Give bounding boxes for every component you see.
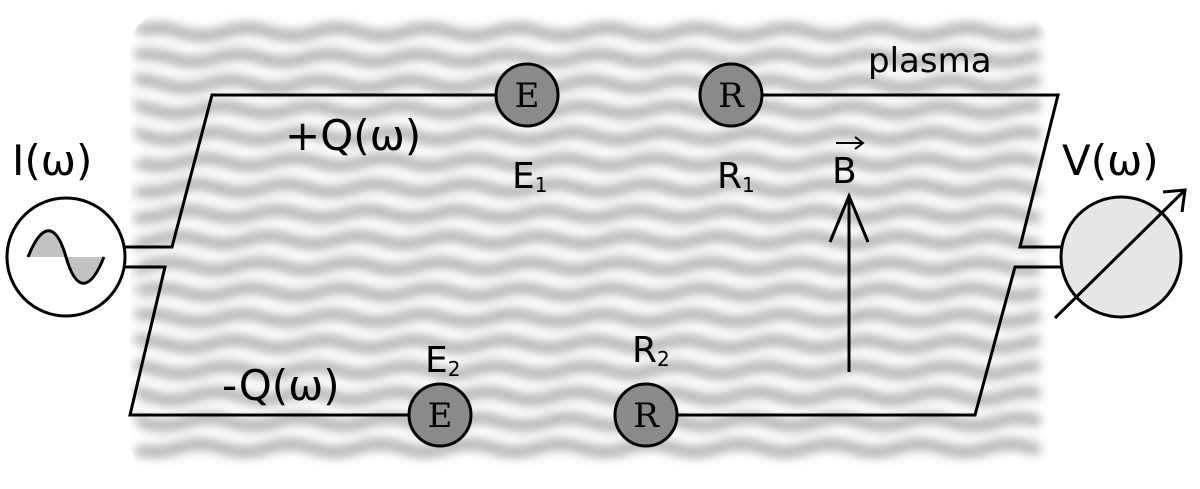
electrode-r2-glyph: R <box>633 396 660 436</box>
plasma-wave-stripe <box>134 73 1041 94</box>
plasma-wave-stripe <box>134 307 1042 329</box>
plasma-wave-stripe <box>134 385 1042 407</box>
ac-source-icon <box>5 196 127 318</box>
plasma-wave-stripe <box>134 151 1042 173</box>
plasma-wave-stripe <box>134 230 1041 251</box>
electrode-e2-glyph: E <box>428 396 453 436</box>
current-source-label: I(ω) <box>12 136 92 185</box>
plasma-wave-stripe <box>134 177 1042 199</box>
variable-voltmeter-icon <box>1053 188 1187 320</box>
plasma-wave-stripe <box>134 125 1042 147</box>
r2-label: R2 <box>632 330 670 371</box>
plasma-wave-stripe <box>134 333 1041 355</box>
plasma-wave-stripe <box>134 437 1042 458</box>
plasma-wave-stripe <box>134 412 1042 433</box>
electrode-e2: E <box>407 382 473 448</box>
plasma-wave-stripe <box>134 282 1042 303</box>
circuit-wires <box>125 93 1062 417</box>
electrode-e1-glyph: E <box>515 76 540 116</box>
plasma-wave-stripe <box>134 255 1042 276</box>
e1-label: E1 <box>512 156 547 197</box>
bottom-wire-right <box>677 265 1062 417</box>
bottom-wire-left <box>125 265 410 417</box>
top-wire-right <box>762 93 1062 249</box>
plasma-region <box>134 21 1042 458</box>
plasma-wave-stripe <box>134 21 1042 42</box>
electrode-e1: E <box>494 62 560 128</box>
plus-charge-label: +Q(ω) <box>285 111 421 160</box>
voltmeter-label: V(ω) <box>1062 136 1159 185</box>
plasma-wave-stripe <box>134 99 1041 121</box>
electrode-r1: R <box>698 62 764 128</box>
arrow-up-icon <box>828 192 870 372</box>
vector-arrow-icon <box>836 136 865 150</box>
plasma-wave-stripe <box>134 48 1042 69</box>
minus-charge-label: -Q(ω) <box>222 361 340 410</box>
plasma-wave-stripe <box>134 203 1041 224</box>
plasma-wave-stripe <box>134 359 1041 381</box>
r1-label: R1 <box>717 156 755 197</box>
electrode-r2: R <box>613 382 679 448</box>
plasma-label: plasma <box>868 41 992 81</box>
e2-label: E2 <box>425 340 460 381</box>
field-label: B <box>832 151 857 192</box>
electrode-r1-glyph: R <box>718 76 745 116</box>
top-wire-left <box>125 93 497 249</box>
